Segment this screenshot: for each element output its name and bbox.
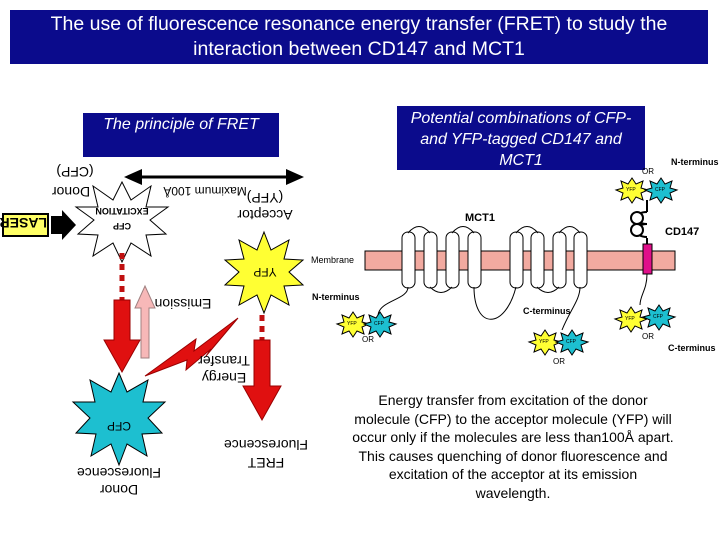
mct1-loops <box>377 226 581 331</box>
or-label-right: OR <box>642 332 654 341</box>
yfp-center-label: YFP <box>253 265 277 279</box>
energy-transfer-label-1: Energy <box>201 370 247 386</box>
donor-fluorescence-label-1: Donor <box>99 482 139 498</box>
laser-label: LASER <box>0 213 49 237</box>
cd147-ig-domain-1 <box>630 223 644 237</box>
donor-fluorescence-label-2: Fluorescence <box>76 465 162 481</box>
membrane-label: Membrane <box>311 255 355 265</box>
mct1-label: MCT1 <box>465 212 495 224</box>
cd147-c-tail <box>639 273 648 306</box>
title-banner: The use of fluorescence resonance energy… <box>10 10 708 64</box>
energy-transfer-bolt <box>144 317 239 377</box>
fret-fluorescence-label-2: Fluorescence <box>223 437 309 453</box>
emission-arrow <box>134 284 156 359</box>
donor-cfp-label: (CFP) <box>56 164 94 180</box>
donor-label: Donor <box>51 184 91 200</box>
tag-cfp-label-4: CFP <box>653 314 663 320</box>
n-terminus-label-left: N-terminus <box>312 292 360 302</box>
excitation-starburst <box>74 180 170 264</box>
cd147-transmembrane <box>642 243 653 275</box>
acceptor-label: Acceptor <box>237 207 293 223</box>
or-label-mid: OR <box>553 357 565 366</box>
cd147-ig-domain-2 <box>630 211 644 225</box>
c-terminus-label-mct1: C-terminus <box>523 306 571 316</box>
tag-yfp-label-3: YFP <box>539 339 549 345</box>
emission-label: Emission <box>154 296 212 312</box>
donor-down-arrow <box>103 299 141 374</box>
yfp-starburst <box>223 230 305 315</box>
or-label-left: OR <box>362 335 374 344</box>
excitation-label: EXCITATION <box>95 206 149 216</box>
cd147-label: CD147 <box>665 226 700 238</box>
cfp-center-label: CFP <box>107 419 131 433</box>
n-terminus-label-right: N-terminus <box>671 157 719 167</box>
principle-label: The principle of FRET <box>83 113 279 157</box>
tag-cfp-label-2: CFP <box>374 321 384 327</box>
laser-arrow <box>51 210 76 240</box>
excitation-cfp-label: CFP <box>113 221 131 231</box>
energy-transfer-label-2: Transfer <box>198 353 250 369</box>
or-label-top: OR <box>642 167 654 176</box>
acceptor-down-arrow <box>242 339 282 422</box>
tag-yfp-label-2: YFP <box>347 321 357 327</box>
acceptor-yfp-label: (YFP) <box>246 190 284 206</box>
tag-yfp-label-4: YFP <box>625 316 635 322</box>
distance-arrow-left-head <box>124 169 142 185</box>
cfp-starburst <box>71 371 167 467</box>
combinations-label: Potential combinations of CFP- and YFP-t… <box>397 106 645 170</box>
fluorophore-tags <box>335 177 679 356</box>
tag-cfp-label-1: CFP <box>655 187 665 193</box>
distance-arrow-right-head <box>286 169 304 185</box>
description-text: Energy transfer from excitation of the d… <box>352 392 674 501</box>
tag-cfp-label-3: CFP <box>566 339 576 345</box>
maximum-label: Maximum 100Å <box>163 184 247 198</box>
c-terminus-label-cd147: C-terminus <box>668 343 716 353</box>
fret-fluorescence-label-1: FRET <box>247 455 285 471</box>
tag-yfp-label-1: YFP <box>626 187 636 193</box>
